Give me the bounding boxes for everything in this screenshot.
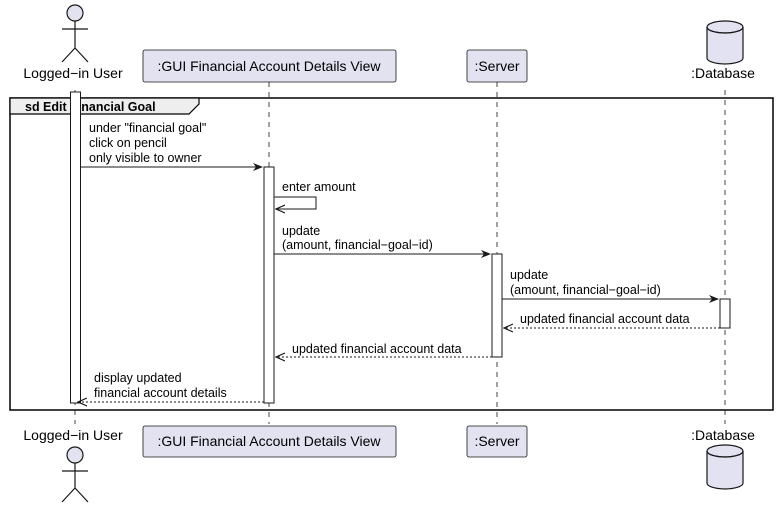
participant-server-label: :Server: [474, 58, 519, 74]
frame-box: [9, 97, 774, 411]
frame-title-tab: [9, 97, 200, 115]
participant-gui-label: :GUI Financial Account Details View: [157, 58, 381, 74]
actor-icon: [61, 4, 89, 63]
participant-user-bottom: Logged−in User: [23, 427, 123, 503]
msg1-label-3: only visible to owner: [89, 151, 202, 165]
participant-user-top: Logged−in User: [23, 4, 123, 81]
participant-server-label: :Server: [474, 433, 519, 449]
participant-server-top: :Server: [466, 49, 528, 83]
participant-gui-top: :GUI Financial Account Details View: [142, 49, 397, 83]
msg1-label-1: under "financial goal": [89, 121, 206, 135]
frame-title: sd Edit Financial Goal: [25, 100, 156, 114]
activation-gui: [263, 166, 275, 404]
database-icon: [706, 20, 744, 65]
activation-database: [719, 298, 731, 329]
msg2-arrow: [274, 196, 317, 209]
participant-gui-bottom: :GUI Financial Account Details View: [142, 425, 397, 458]
activation-server: [491, 253, 503, 358]
participant-database-bottom: :Database: [691, 427, 755, 490]
participant-server-bottom: :Server: [466, 425, 528, 458]
participant-database-label: :Database: [691, 427, 755, 443]
msg3-label-1: update: [282, 224, 320, 238]
database-icon: [706, 444, 744, 490]
msg1-label-2: click on pencil: [89, 136, 167, 150]
msg6-label: updated financial account data: [292, 342, 462, 356]
msg7-label-2: financial account details: [94, 386, 227, 400]
msg4-label-1: update: [510, 268, 548, 282]
participant-user-label: Logged−in User: [23, 65, 123, 81]
actor-icon: [61, 446, 89, 503]
msg4-label-2: (amount, financial−goal−id): [510, 283, 661, 297]
msg5-label: updated financial account data: [520, 312, 690, 326]
participant-user-label: Logged−in User: [23, 427, 123, 443]
msg7-label-1: display updated: [94, 371, 182, 385]
msg3-label-2: (amount, financial−goal−id): [282, 238, 433, 252]
participant-database-label: :Database: [691, 65, 755, 81]
participant-database-top: :Database: [691, 20, 755, 81]
msg2-label: enter amount: [282, 180, 356, 194]
participant-gui-label: :GUI Financial Account Details View: [157, 433, 381, 449]
activation-user: [70, 91, 81, 404]
